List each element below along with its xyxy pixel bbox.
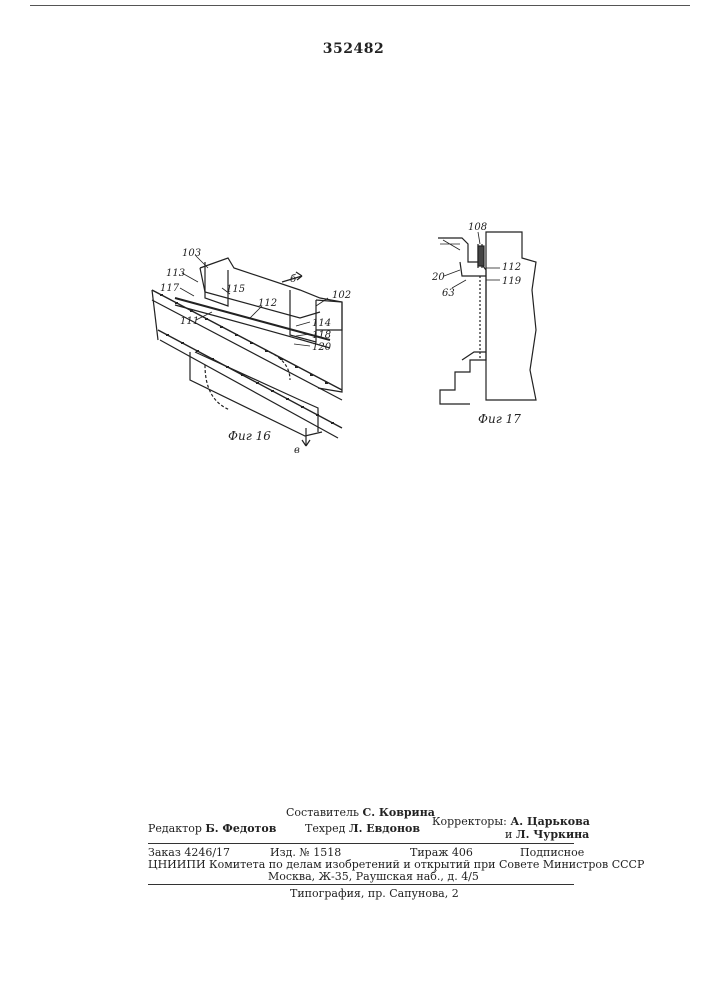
imprint-rule xyxy=(148,843,574,844)
techred-line: Техред Л. Евдонов xyxy=(305,822,420,835)
printer-line: Типография, пр. Сапунова, 2 xyxy=(290,887,459,900)
corrector-2-line: и Л. Чуркина xyxy=(505,828,589,841)
compiler-line: Составитель С. Коврина xyxy=(286,806,435,819)
imprint-rule-bottom xyxy=(148,884,574,885)
address-line: Москва, Ж-35, Раушская наб., д. 4/5 xyxy=(268,870,479,883)
correctors-line: Корректоры: А. Царькова xyxy=(432,815,590,828)
editor-line: Редактор Б. Федотов xyxy=(148,822,276,835)
